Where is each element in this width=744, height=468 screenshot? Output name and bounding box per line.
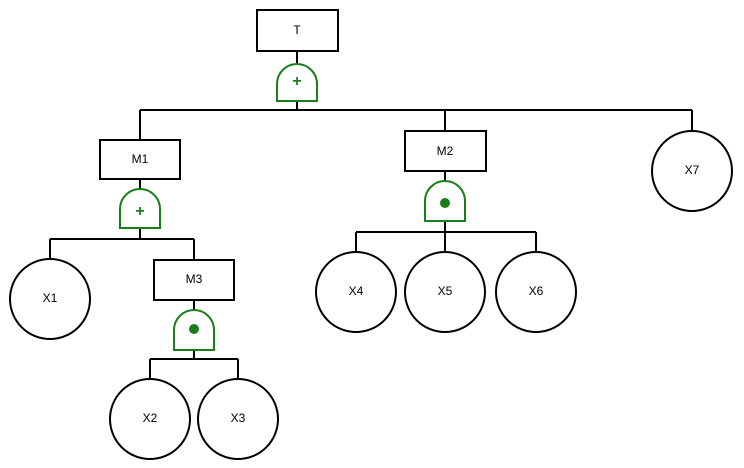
event-T: T <box>256 9 339 52</box>
basic-event-X4-label: X4 <box>349 284 364 298</box>
event-M3: M3 <box>153 259 235 301</box>
basic-event-X2-label: X2 <box>143 411 158 425</box>
basic-event-X3: X3 <box>197 378 279 460</box>
event-T-label: T <box>293 23 301 37</box>
connectors <box>49 51 693 379</box>
basic-event-X3-label: X3 <box>231 411 246 425</box>
event-M2: M2 <box>404 130 487 172</box>
gate-M1-or: + <box>119 188 161 229</box>
basic-event-X2: X2 <box>109 378 191 460</box>
basic-event-X5: X5 <box>404 251 486 333</box>
basic-event-X5-label: X5 <box>438 284 453 298</box>
basic-event-X6-label: X6 <box>529 284 544 298</box>
plus-icon: + <box>292 73 301 90</box>
basic-event-X7-label: X7 <box>685 163 700 177</box>
dot-icon <box>189 324 199 334</box>
event-M2-label: M2 <box>437 144 454 158</box>
event-M1: M1 <box>99 139 181 180</box>
basic-event-X1-label: X1 <box>43 291 58 305</box>
basic-event-X1: X1 <box>9 258 91 340</box>
event-M1-label: M1 <box>132 152 149 166</box>
gate-M3-and <box>173 309 215 351</box>
event-M3-label: M3 <box>186 272 203 286</box>
gate-T-or: + <box>276 63 318 102</box>
plus-icon: + <box>135 203 144 220</box>
basic-event-X6: X6 <box>495 251 577 333</box>
basic-event-X7: X7 <box>651 130 733 212</box>
basic-event-X4: X4 <box>315 251 397 333</box>
dot-icon <box>440 198 450 208</box>
gate-M2-and <box>424 180 466 222</box>
